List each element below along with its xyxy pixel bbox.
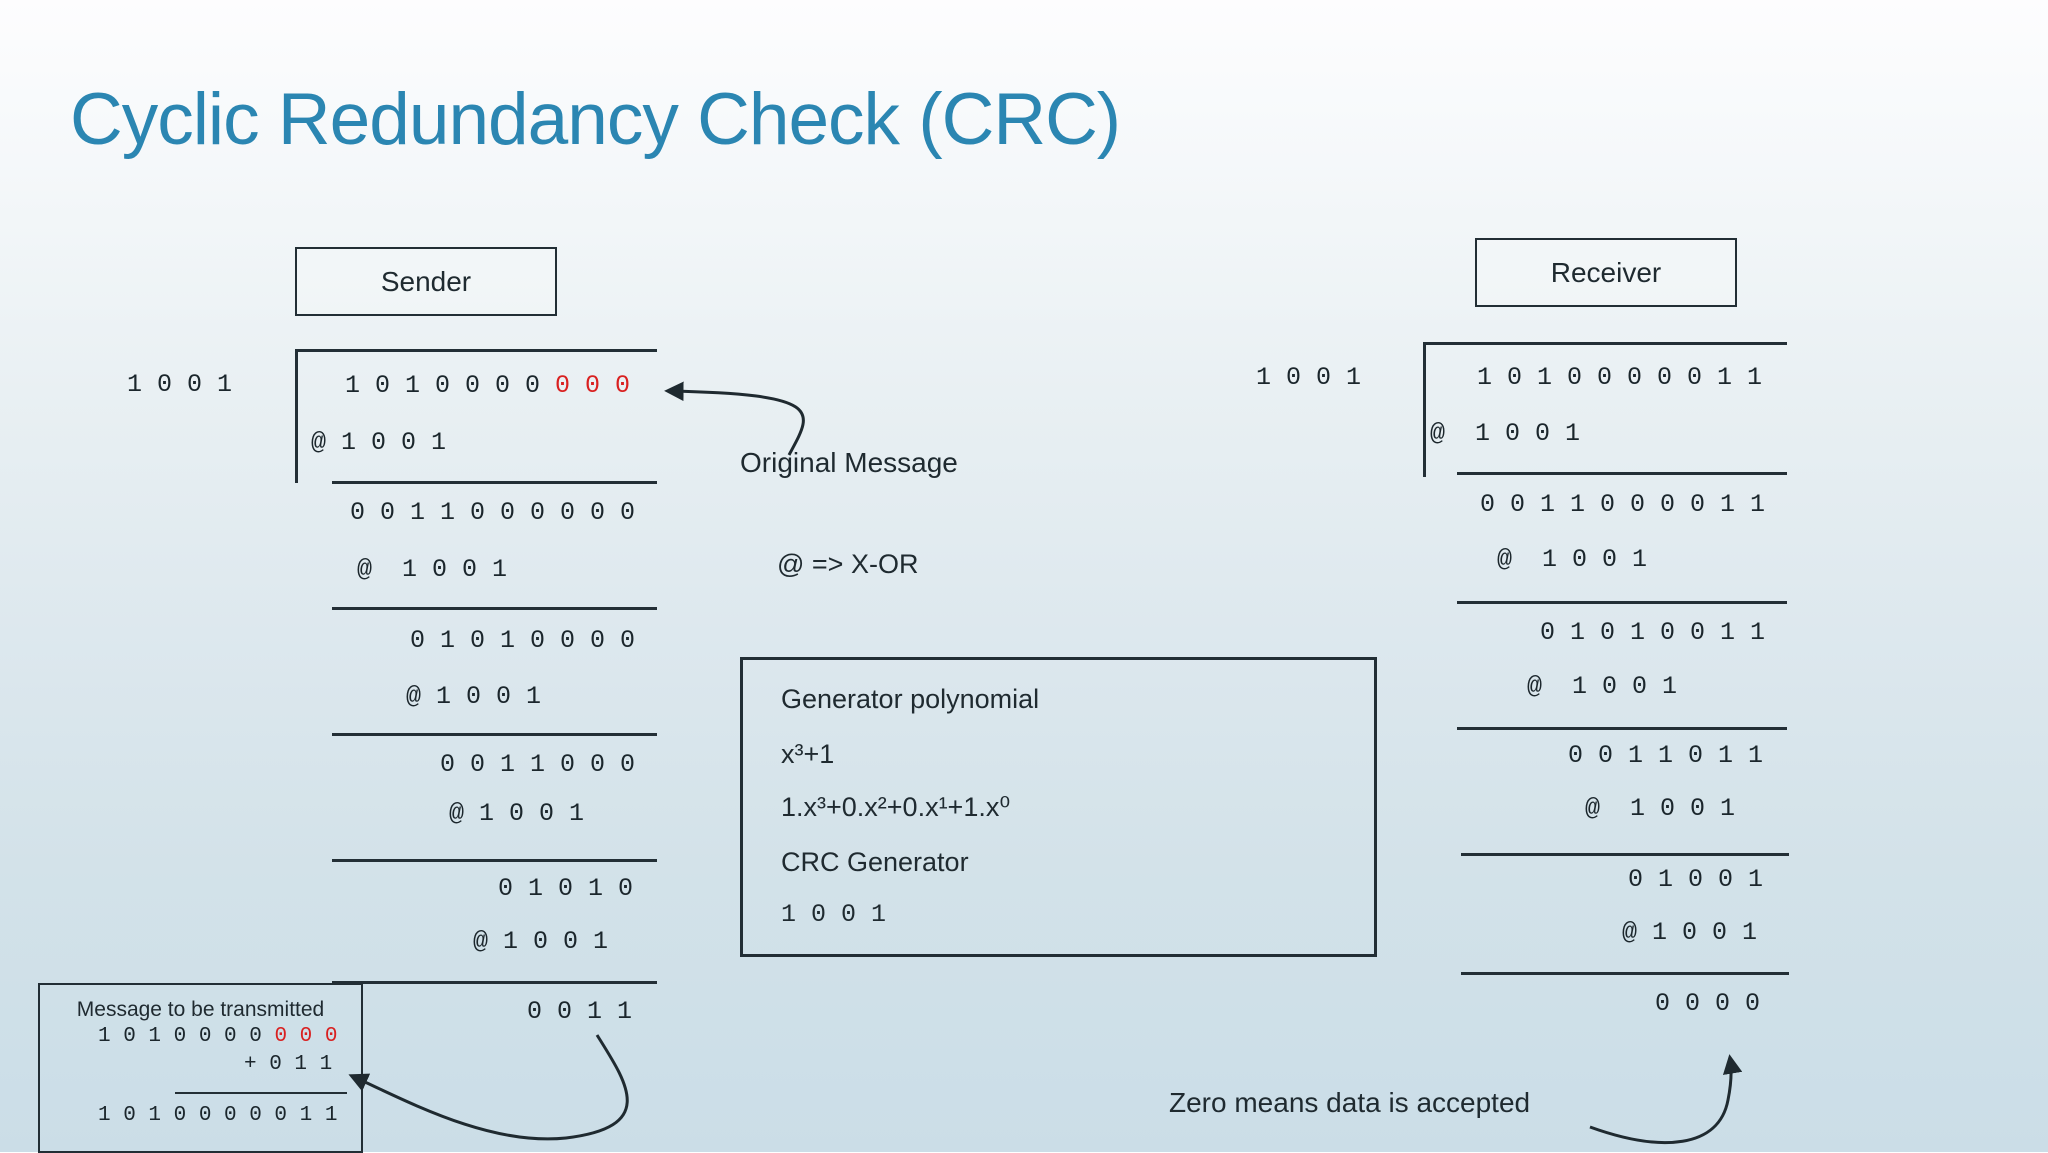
receiver-dividend: 1 0 1 0 0 0 0 0 1 1 [1477, 363, 1763, 392]
sender-label: Sender [380, 265, 472, 297]
sender-dividend: 1 0 1 0 0 0 0 0 0 0 [345, 373, 630, 398]
sender-step-row: @ 1 0 0 1 [311, 428, 447, 457]
sender-remainder: 0 0 1 1 [527, 997, 633, 1026]
sender-step-row: @ 1 0 0 1 [357, 555, 508, 584]
sender-division-vline [295, 349, 298, 483]
receiver-rule-2 [1457, 601, 1787, 604]
receiver-step-row: 0 1 0 1 0 0 1 1 [1540, 618, 1766, 647]
sender-rule-4 [332, 859, 657, 862]
receiver-label: Receiver [1550, 256, 1662, 288]
receiver-rule-1 [1457, 472, 1787, 475]
receiver-step-row: @ 1 0 0 1 [1430, 419, 1581, 448]
transmitted-message: 1 0 1 0 0 0 0 0 1 1 [98, 1104, 338, 1127]
receiver-remainder: 0 0 0 0 [1655, 989, 1761, 1018]
message-to-transmit-box: Message to be transmitted 1 0 1 0 0 0 0 … [38, 983, 363, 1153]
page-title: Cyclic Redundancy Check (CRC) [70, 79, 1121, 160]
receiver-rule-4 [1461, 853, 1789, 856]
zero-accepted-label: Zero means data is accepted [1169, 1087, 1531, 1118]
sender-dividend-data-bits: 1 0 1 0 0 0 0 [345, 371, 556, 400]
receiver-step-row: 0 0 1 1 0 1 1 [1568, 741, 1764, 770]
receiver-divisor: 1 0 0 1 [1256, 363, 1362, 392]
sender-label-box: Sender [295, 247, 557, 316]
message-box-rule [175, 1092, 347, 1094]
receiver-step-row: 0 0 1 1 0 0 0 0 1 1 [1480, 490, 1766, 519]
sender-step-row: 0 1 0 1 0 [498, 874, 634, 903]
sender-step-row: 0 1 0 1 0 0 0 0 [410, 626, 636, 655]
sender-rule-2 [332, 607, 657, 610]
sender-rule-1 [332, 481, 657, 484]
receiver-step-row: @ 1 0 0 1 [1585, 794, 1736, 823]
sender-rule-3 [332, 733, 657, 736]
generator-polynomial: x³+1 [781, 739, 835, 769]
sender-division-topline [295, 349, 657, 352]
message-bits: 1 0 1 0 0 0 0 [98, 1025, 275, 1048]
xor-note-label: @ => X-OR [777, 549, 919, 579]
generator-box-title: Generator polynomial [781, 684, 1040, 714]
generator-polynomial-expanded: 1.x³+0.x²+0.x¹+1.x⁰ [781, 792, 1011, 822]
sender-divisor: 1 0 0 1 [127, 370, 233, 399]
sender-step-row: @ 1 0 0 1 [406, 682, 542, 711]
receiver-step-row: 0 1 0 0 1 [1628, 865, 1764, 894]
generator-polynomial-box: Generator polynomial x³+1 1.x³+0.x²+0.x¹… [740, 657, 1377, 957]
message-with-zeros: 1 0 1 0 0 0 0 0 0 0 [98, 1026, 337, 1047]
message-box-title: Message to be transmitted [76, 998, 325, 1021]
sender-step-row: @ 1 0 0 1 [449, 799, 585, 828]
message-appended-zeros: 0 0 0 [274, 1025, 338, 1048]
receiver-division-topline [1423, 342, 1787, 345]
receiver-division-vline [1423, 342, 1426, 477]
crc-generator-value: 1 0 0 1 [781, 900, 887, 929]
receiver-step-row: @ 1 0 0 1 [1527, 672, 1678, 701]
crc-generator-label: CRC Generator [781, 847, 969, 877]
receiver-rule-3 [1457, 727, 1787, 730]
arrow-original-message [664, 381, 805, 456]
receiver-rule-5 [1461, 972, 1789, 975]
sender-rule-5 [332, 981, 657, 984]
sender-step-row: 0 0 1 1 0 0 0 0 0 0 [350, 498, 636, 527]
arrow-zero-accepted [1589, 1054, 1743, 1144]
sender-step-row: @ 1 0 0 1 [473, 927, 609, 956]
crc-addend: + 0 1 1 [244, 1053, 333, 1076]
receiver-label-box: Receiver [1475, 238, 1737, 307]
sender-dividend-appended-zeros: 0 0 0 [555, 371, 631, 400]
sender-step-row: 0 0 1 1 0 0 0 [440, 750, 636, 779]
original-message-label: Original Message [740, 447, 958, 478]
receiver-step-row: @ 1 0 0 1 [1497, 545, 1648, 574]
arrow-remainder-to-message [348, 1034, 629, 1141]
receiver-step-row: @ 1 0 0 1 [1622, 918, 1758, 947]
